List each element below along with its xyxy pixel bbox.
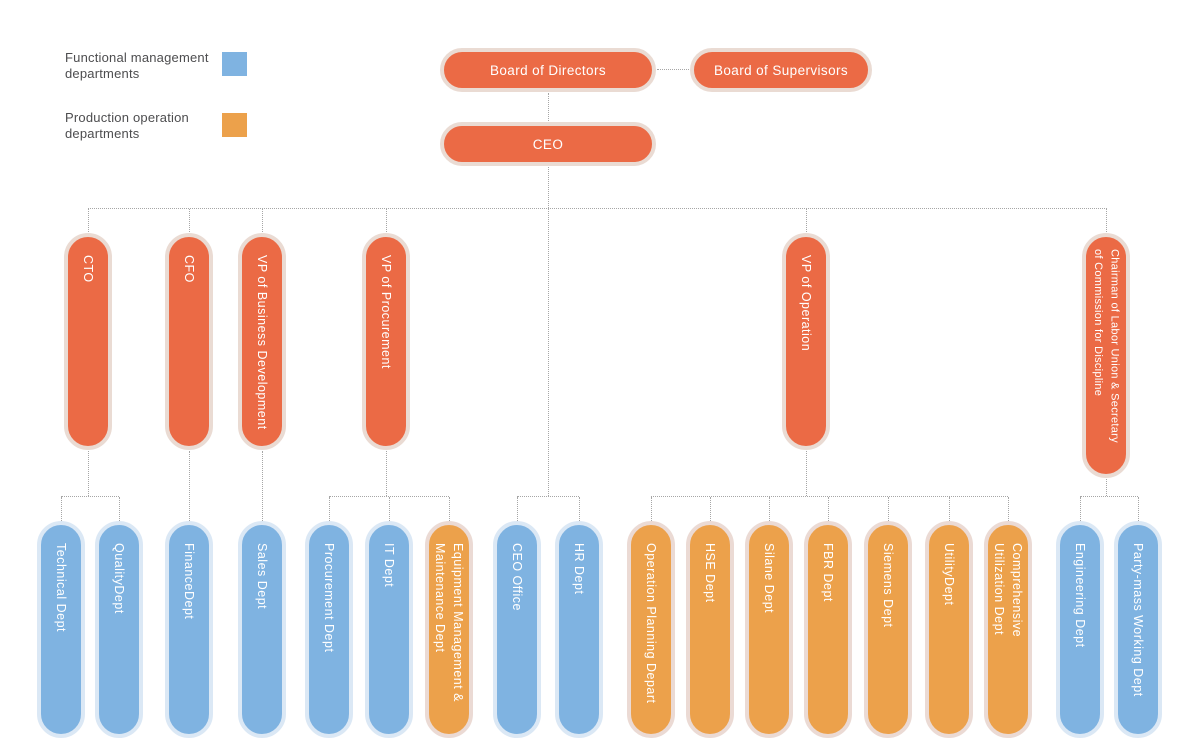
node-label: HSE Dept <box>703 543 718 603</box>
connector-stub <box>119 497 120 521</box>
node-utility-dept: UtilityDept <box>925 521 973 738</box>
node-label: Comprehensive Utilization Dept <box>992 543 1025 638</box>
legend-swatch-production <box>222 113 247 137</box>
node-label: Chairman of Labor Union & Secretary of C… <box>1092 249 1121 443</box>
node-quality-dept: QualityDept <box>95 521 143 738</box>
node-it-dept: IT Dept <box>365 521 413 738</box>
connector-stem <box>88 451 89 496</box>
node-ceo-office: CEO Office <box>493 521 541 738</box>
connector-stem <box>262 451 263 521</box>
connector-stem <box>386 451 387 496</box>
node-finance-dept: FinanceDept <box>165 521 213 738</box>
node-cfo: CFO <box>165 233 213 450</box>
connector-stub <box>579 497 580 521</box>
node-siemens-dept: Siemens Dept <box>864 521 912 738</box>
connector-bod-bos <box>657 69 689 70</box>
node-vp-procurement: VP of Procurement <box>362 233 410 450</box>
node-sales-dept: Sales Dept <box>238 521 286 738</box>
connector-stub <box>262 209 263 232</box>
connector-stem <box>189 451 190 521</box>
node-label: IT Dept <box>382 543 397 588</box>
node-label: FBR Dept <box>821 543 836 602</box>
legend-label-functional: Functional management departments <box>65 50 209 82</box>
node-label: HR Dept <box>572 543 587 595</box>
node-label: Board of Supervisors <box>713 62 849 78</box>
connector-stub <box>1008 497 1009 521</box>
node-chairman-labor-union: Chairman of Labor Union & Secretary of C… <box>1082 233 1130 478</box>
node-label: VP of Procurement <box>379 255 394 369</box>
connector-stub <box>1106 209 1107 232</box>
legend-label-production: Production operation departments <box>65 110 189 142</box>
connector-stub <box>1138 497 1139 521</box>
connector-stub <box>1080 497 1081 521</box>
node-board-of-supervisors: Board of Supervisors <box>690 48 872 92</box>
connector-stub <box>88 209 89 232</box>
node-board-of-directors: Board of Directors <box>440 48 656 92</box>
node-comprehensive-utilization-dept: Comprehensive Utilization Dept <box>984 521 1032 738</box>
node-engineering-dept: Engineering Dept <box>1056 521 1104 738</box>
connector-stub <box>61 497 62 521</box>
node-label: Operation Planning Depart <box>644 543 659 704</box>
connector-stem <box>806 451 807 496</box>
node-label: UtilityDept <box>942 543 957 606</box>
node-label: Silane Dept <box>762 543 777 614</box>
connector-stub <box>769 497 770 521</box>
connector-ceo-trunk <box>548 167 549 496</box>
node-label: Technical Dept <box>54 543 69 632</box>
node-label: Board of Directors <box>490 62 606 78</box>
node-label: QualityDept <box>112 543 127 614</box>
node-label: Siemens Dept <box>881 543 896 628</box>
connector-stub <box>189 209 190 232</box>
node-silane-dept: Silane Dept <box>745 521 793 738</box>
connector-bod-ceo <box>548 93 549 121</box>
node-label: CFO <box>182 255 197 283</box>
connector-stub <box>386 209 387 232</box>
node-label: VP of Business Development <box>255 255 270 430</box>
connector-rail <box>517 496 579 497</box>
node-label: VP of Operation <box>799 255 814 352</box>
connector-stem <box>1106 479 1107 496</box>
node-procurement-dept: Procurement Dept <box>305 521 353 738</box>
connector-rail <box>61 496 119 497</box>
node-hr-dept: HR Dept <box>555 521 603 738</box>
node-fbr-dept: FBR Dept <box>804 521 852 738</box>
connector-stub <box>949 497 950 521</box>
connector-stub <box>710 497 711 521</box>
connector-stub <box>389 497 390 521</box>
node-label: Equipment Management & Maintenance Dept <box>433 543 466 703</box>
node-label: Procurement Dept <box>322 543 337 653</box>
connector-stub <box>828 497 829 521</box>
connector-rail <box>329 496 449 497</box>
node-vp-operation: VP of Operation <box>782 233 830 450</box>
node-hse-dept: HSE Dept <box>686 521 734 738</box>
connector-stub <box>449 497 450 521</box>
node-label: CEO Office <box>510 543 525 611</box>
node-label: FinanceDept <box>182 543 197 620</box>
node-technical-dept: Technical Dept <box>37 521 85 738</box>
node-label: CEO <box>532 136 564 152</box>
node-operation-planning-depart: Operation Planning Depart <box>627 521 675 738</box>
node-label: Sales Dept <box>255 543 270 610</box>
connector-rail <box>1080 496 1138 497</box>
connector-stub <box>806 209 807 232</box>
connector-exec-rail <box>88 208 1107 209</box>
legend-swatch-functional <box>222 52 247 76</box>
node-cto: CTO <box>64 233 112 450</box>
node-party-mass-working-dept: Party-mass Working Dept <box>1114 521 1162 738</box>
node-label: Engineering Dept <box>1073 543 1088 648</box>
connector-stub <box>517 497 518 521</box>
node-label: Party-mass Working Dept <box>1131 543 1146 697</box>
node-label: CTO <box>81 255 96 283</box>
node-equipment-management-maintenance-dept: Equipment Management & Maintenance Dept <box>425 521 473 738</box>
node-ceo: CEO <box>440 122 656 166</box>
connector-stub <box>888 497 889 521</box>
connector-stub <box>329 497 330 521</box>
node-vp-business-development: VP of Business Development <box>238 233 286 450</box>
connector-rail <box>651 496 1008 497</box>
connector-stub <box>651 497 652 521</box>
